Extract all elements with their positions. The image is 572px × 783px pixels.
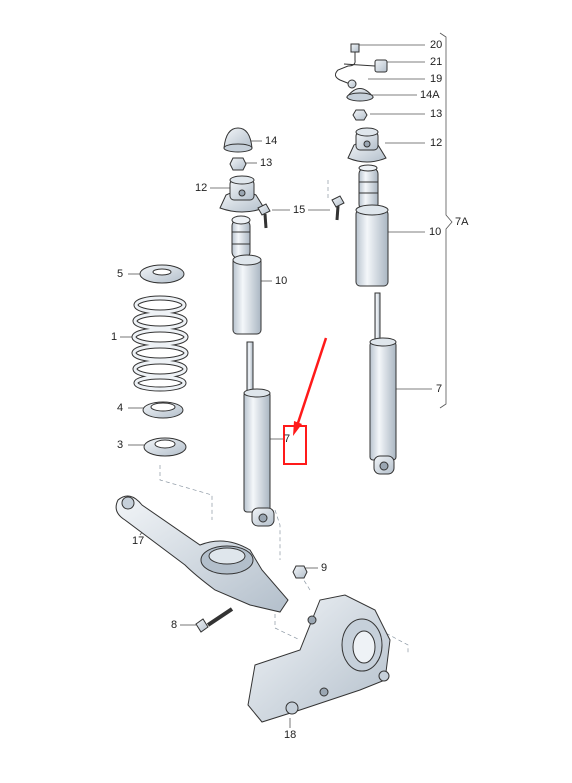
callout-1: 1: [111, 331, 118, 343]
callout-5: 5: [117, 268, 124, 280]
callout-21: 21: [430, 56, 443, 68]
spring-assembly: [131, 264, 189, 457]
shock-assembly-7A: [331, 43, 397, 475]
callout-7-right: 7: [436, 383, 443, 395]
callout-13-left: 13: [260, 157, 273, 169]
callout-17: 17: [132, 535, 145, 547]
callout-9: 9: [321, 562, 328, 574]
callout-19: 19: [430, 73, 443, 85]
callout-8: 8: [171, 619, 178, 631]
wheel-carrier: [247, 594, 391, 723]
callout-12-right: 12: [430, 137, 443, 149]
callout-3: 3: [117, 439, 124, 451]
shock-assembly-left: [219, 127, 275, 527]
callout-14: 14: [265, 135, 278, 147]
callout-13-right: 13: [430, 108, 443, 120]
callout-4: 4: [117, 402, 124, 414]
callout-15: 15: [293, 204, 306, 216]
callout-7-left: 7: [284, 433, 291, 445]
leader-lines: [120, 32, 453, 728]
callout-12-left: 12: [195, 182, 208, 194]
callout-18: 18: [284, 729, 297, 741]
callout-10-left: 10: [275, 275, 288, 287]
callout-20: 20: [430, 39, 443, 51]
callout-10-right: 10: [429, 226, 442, 238]
callout-14A: 14A: [420, 89, 440, 101]
highlight-annotation: [283, 337, 328, 465]
lower-control-arm: [115, 495, 308, 633]
callout-7A: 7A: [455, 216, 469, 228]
